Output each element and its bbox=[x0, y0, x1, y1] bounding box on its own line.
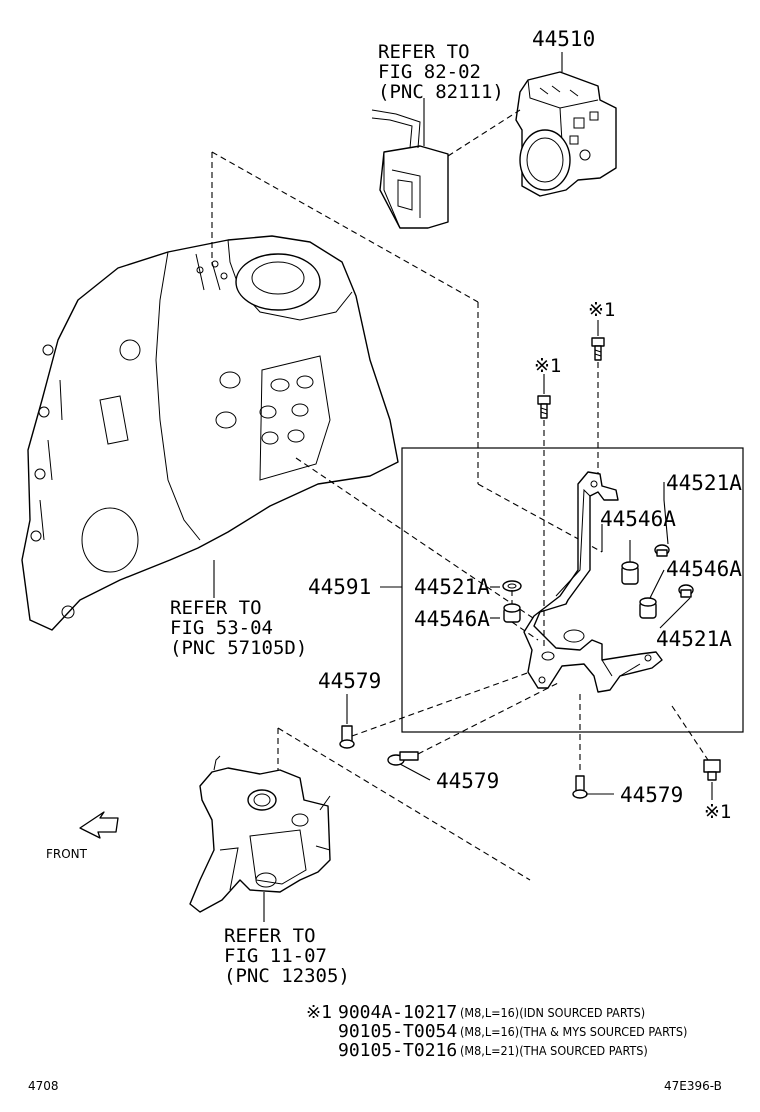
engine-mount-illustration bbox=[189, 755, 331, 913]
callout-bolt-center[interactable]: 44579 bbox=[436, 769, 499, 793]
reference-abs-harness-line3: (PNC 82111) bbox=[378, 81, 504, 103]
callout-washer-left[interactable]: 44521A bbox=[414, 575, 490, 599]
notes-mark: ※1 bbox=[306, 1002, 332, 1023]
note-row-1-code: 9004A-10217 bbox=[338, 1002, 457, 1023]
note-mark-top-right: ※1 bbox=[588, 299, 615, 321]
reference-abs-harness-line1: REFER TO bbox=[378, 41, 470, 63]
callout-bolt-bottom[interactable]: 44579 bbox=[620, 783, 683, 807]
reference-engine-mount-line2: FIG 11-07 bbox=[224, 945, 327, 967]
reference-engine-mount-line1: REFER TO bbox=[224, 925, 316, 947]
fender-apron-illustration bbox=[21, 235, 399, 631]
note-row-2-desc: (M8,L=16)(THA & MYS SOURCED PARTS) bbox=[460, 1024, 687, 1039]
front-arrow-icon bbox=[79, 811, 119, 839]
callout-abs-actuator[interactable]: 44510 bbox=[532, 27, 595, 51]
cushion-upper-illustration[interactable] bbox=[621, 561, 639, 585]
note-row-1-desc: (M8,L=16)(IDN SOURCED PARTS) bbox=[460, 1005, 645, 1020]
callout-bracket-assy[interactable]: 44591 bbox=[308, 575, 371, 599]
reference-apron-line3: (PNC 57105D) bbox=[170, 637, 307, 659]
callout-cushion-upper[interactable]: 44546A bbox=[600, 507, 676, 531]
washer-left-illustration[interactable] bbox=[502, 580, 522, 592]
abs-actuator-illustration[interactable] bbox=[515, 71, 617, 197]
bolt-top-right-illustration[interactable] bbox=[591, 337, 605, 361]
page-number: 4708 bbox=[28, 1079, 59, 1093]
note-row-3-code: 90105-T0216 bbox=[338, 1040, 457, 1061]
bolt-bottom-right-illustration[interactable] bbox=[703, 759, 721, 781]
reference-apron-line1: REFER TO bbox=[170, 597, 262, 619]
cushion-left-illustration[interactable] bbox=[503, 603, 521, 623]
front-label: FRONT bbox=[46, 847, 88, 861]
cushion-right-illustration[interactable] bbox=[639, 597, 657, 619]
bracket-detail-box bbox=[401, 447, 744, 733]
illustration-id: 47E396-B bbox=[664, 1079, 722, 1093]
note-row-3-desc: (M8,L=21)(THA SOURCED PARTS) bbox=[460, 1043, 648, 1058]
reference-engine-mount-line3: (PNC 12305) bbox=[224, 965, 350, 987]
note-row-2-code: 90105-T0054 bbox=[338, 1021, 457, 1042]
bolt-top-left-illustration[interactable] bbox=[537, 395, 551, 419]
reference-abs-harness-line2: FIG 82-02 bbox=[378, 61, 481, 83]
bolt-center-illustration[interactable] bbox=[387, 751, 419, 766]
reference-apron-line2: FIG 53-04 bbox=[170, 617, 273, 639]
abs-harness-connector-illustration bbox=[371, 109, 449, 229]
note-mark-bottom-right: ※1 bbox=[704, 801, 731, 823]
washer-right-illustration[interactable] bbox=[678, 584, 694, 598]
bolt-bottom-illustration[interactable] bbox=[572, 775, 588, 799]
note-mark-top-left: ※1 bbox=[534, 355, 561, 377]
callout-washer-right[interactable]: 44521A bbox=[656, 627, 732, 651]
bolt-left-illustration[interactable] bbox=[339, 725, 355, 749]
washer-upper-illustration[interactable] bbox=[654, 544, 670, 557]
callout-cushion-left[interactable]: 44546A bbox=[414, 607, 490, 631]
callout-bolt-left[interactable]: 44579 bbox=[318, 669, 381, 693]
callout-cushion-right[interactable]: 44546A bbox=[666, 557, 742, 581]
callout-washer-upper[interactable]: 44521A bbox=[666, 471, 742, 495]
abs-bracket-illustration[interactable] bbox=[523, 471, 663, 693]
